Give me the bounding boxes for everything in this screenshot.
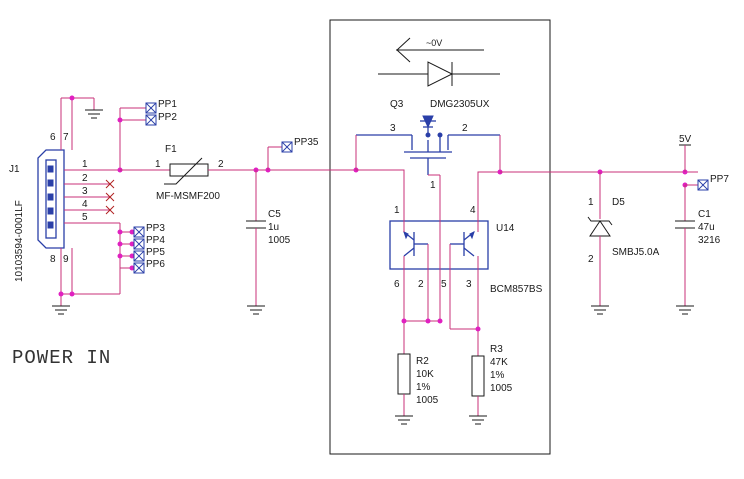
r3-ref: R3	[490, 344, 503, 355]
c1-value: 47u	[698, 222, 715, 233]
left-arrow-icon	[396, 37, 484, 63]
u14-ref: U14	[496, 223, 515, 234]
c5-ref: C5	[268, 209, 281, 220]
f1-part: MF-MSMF200	[156, 191, 220, 202]
r3-value: 47K	[490, 357, 508, 368]
u14-pin-3: 3	[466, 279, 472, 290]
test-point-pp3	[133, 226, 145, 238]
ground-symbol-r2	[395, 415, 413, 425]
mosfet-q3	[356, 115, 500, 175]
pp3-label: PP3	[146, 223, 165, 234]
fuse-f1	[164, 157, 209, 185]
test-point-pp4	[133, 238, 145, 250]
u14-pin-6: 6	[394, 279, 400, 290]
pp4-label: PP4	[146, 235, 165, 246]
test-point-pp35	[281, 141, 293, 153]
ideal-diode-symbol	[378, 61, 500, 87]
section-title: POWER IN	[12, 347, 111, 369]
j1-pin-9: 9	[63, 254, 69, 265]
f1-ref: F1	[165, 144, 177, 155]
f1-pin-2: 2	[218, 159, 224, 170]
c1-package: 3216	[698, 235, 721, 246]
j1-pin-4: 4	[82, 199, 88, 210]
j1-pin-5: 5	[82, 212, 88, 223]
ground-symbol-c1	[676, 305, 694, 315]
ground-symbol-c5	[247, 305, 265, 315]
no-connect-marks	[105, 179, 115, 215]
j1-ref: J1	[9, 164, 20, 175]
u14-pin-2: 2	[418, 279, 424, 290]
transistor-array-u14	[389, 220, 489, 270]
j1-pin-8: 8	[50, 254, 56, 265]
arrow-label: ~0V	[426, 38, 442, 48]
c5-package: 1005	[268, 235, 291, 246]
ground-symbol-d5	[591, 305, 609, 315]
c5-value: 1u	[268, 222, 279, 233]
d5-ref: D5	[612, 197, 625, 208]
q3-pin-2: 2	[462, 123, 468, 134]
ground-symbol-top-left	[85, 109, 103, 119]
test-point-pp6	[133, 262, 145, 274]
q3-pin-3: 3	[390, 123, 396, 134]
f1-pin-1: 1	[155, 159, 161, 170]
connector-j1	[37, 149, 65, 249]
r2-value: 10K	[416, 369, 434, 380]
ground-symbol-r3	[469, 415, 487, 425]
pp35-label: PP35	[294, 137, 319, 148]
test-point-pp5	[133, 250, 145, 262]
j1-pin-1: 1	[82, 159, 88, 170]
test-point-pp2	[145, 114, 157, 126]
r3-package: 1005	[490, 383, 513, 394]
test-point-pp1	[145, 102, 157, 114]
c1-ref: C1	[698, 209, 711, 220]
ideal-diode-block-frame	[329, 19, 551, 455]
j1-pin-3: 3	[82, 186, 88, 197]
resistor-r3	[471, 355, 485, 397]
d5-pin-1: 1	[588, 197, 594, 208]
capacitor-c5	[246, 220, 266, 229]
u14-pin-1: 1	[394, 205, 400, 216]
pp5-label: PP5	[146, 247, 165, 258]
r2-tolerance: 1%	[416, 382, 431, 393]
tvs-diode-d5	[587, 216, 613, 237]
pp6-label: PP6	[146, 259, 165, 270]
q3-part: DMG2305UX	[430, 99, 490, 110]
q3-pin-1: 1	[430, 180, 436, 191]
rail-5v-label: 5V	[679, 134, 692, 145]
pp2-label: PP2	[158, 112, 177, 123]
j1-pin-7: 7	[63, 132, 69, 143]
pp1-label: PP1	[158, 99, 177, 110]
d5-pin-2: 2	[588, 254, 594, 265]
pp7-label: PP7	[710, 174, 729, 185]
r2-package: 1005	[416, 395, 439, 406]
j1-pin-2: 2	[82, 173, 88, 184]
j1-part-number: 10103594-0001LF	[14, 200, 25, 282]
r2-ref: R2	[416, 356, 429, 367]
test-point-pp7	[697, 179, 709, 191]
u14-transistors	[403, 231, 475, 257]
ground-symbol-bottom-left	[52, 305, 70, 315]
u14-pin-4: 4	[470, 205, 476, 216]
r3-tolerance: 1%	[490, 370, 505, 381]
j1-pin-6: 6	[50, 132, 56, 143]
d5-part: SMBJ5.0A	[612, 247, 660, 258]
resistor-r2	[397, 353, 411, 395]
capacitor-c1	[675, 220, 695, 229]
q3-ref: Q3	[390, 99, 404, 110]
u14-pin-5: 5	[441, 279, 447, 290]
u14-part: BCM857BS	[490, 284, 543, 295]
